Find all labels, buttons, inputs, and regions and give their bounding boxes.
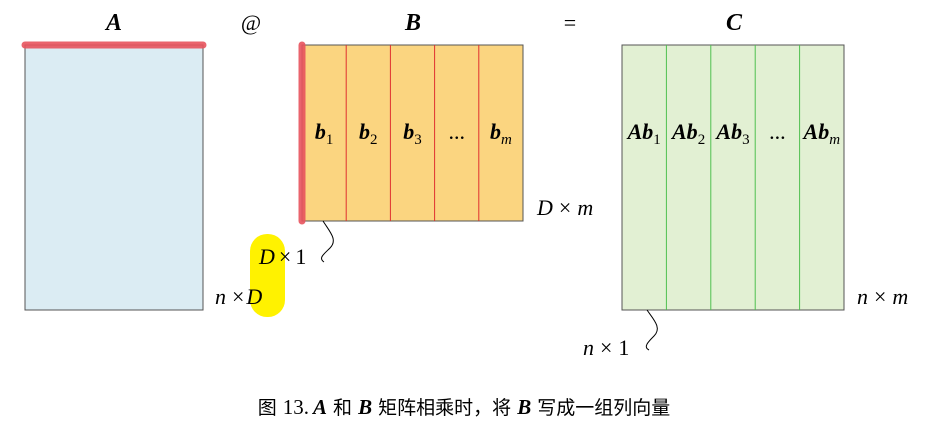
figure-caption: 图 13.A 和 B 矩阵相乘时，将 B 写成一组列向量 (258, 395, 671, 419)
b-column-label: bm (490, 119, 512, 148)
matrix-b-column-labels: b1 b2 b3... bm (315, 119, 512, 148)
matrix-b-column-dividers (345, 45, 480, 221)
b-column-pointer (321, 220, 334, 263)
matmul-operator: @ (241, 10, 261, 35)
matrix-a (24, 44, 204, 311)
b-column-label: ... (448, 119, 465, 144)
matrix-b (301, 44, 524, 222)
matrix-c-column-labels: Ab1 Ab2 Ab3... Abm (626, 119, 841, 148)
matrix-c-dimensions: n×m (857, 284, 908, 309)
matrix-a-dimensions: n×D (215, 284, 262, 309)
matrix-b-label: B (404, 10, 421, 36)
matrix-a-label: A (104, 10, 122, 36)
matrix-c-label: C (726, 10, 743, 36)
matrix-c (621, 44, 845, 311)
c-column-dimensions: n×1 (583, 335, 629, 360)
equals-sign: = (564, 10, 576, 35)
c-column-label: Ab1 (626, 119, 661, 148)
b-column-label: b3 (403, 119, 422, 148)
b-column-label: b1 (315, 119, 334, 148)
c-column-label: Abm (802, 119, 841, 148)
b-column-dimensions: D×1 (258, 244, 306, 269)
matrix-b-dimensions: D×m (536, 195, 593, 220)
c-column-label: ... (769, 119, 786, 144)
dimension-d-highlight (250, 234, 285, 317)
c-column-label: Ab2 (670, 119, 705, 148)
b-column-label: b2 (359, 119, 378, 148)
matrix-c-column-dividers (665, 45, 801, 310)
c-column-pointer (645, 309, 658, 351)
c-column-label: Ab3 (714, 119, 749, 148)
